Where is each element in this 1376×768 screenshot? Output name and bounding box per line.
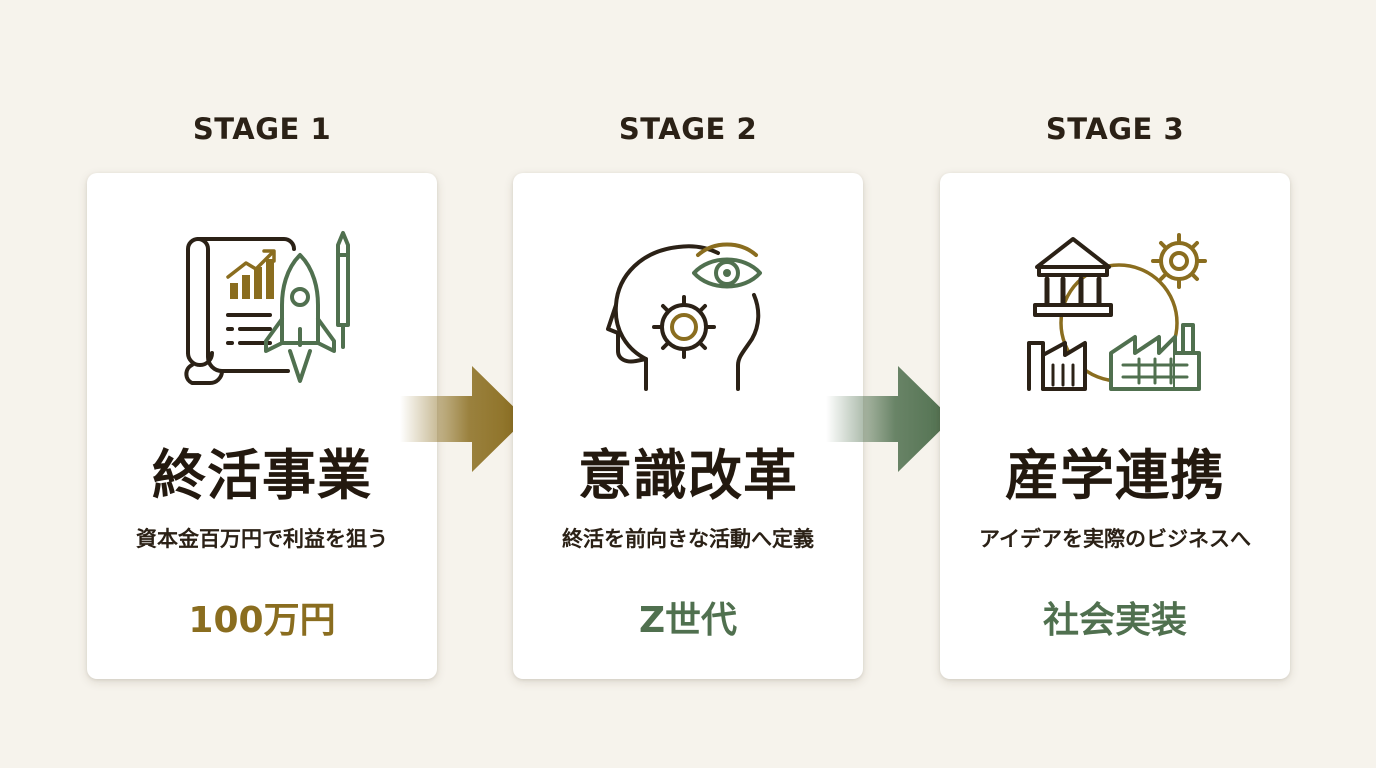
stage-2-title: 意識改革 — [578, 443, 798, 507]
arrow-right-icon — [400, 366, 526, 472]
stage-2-label: STAGE 2 — [618, 112, 758, 146]
stage-3-title: 産学連携 — [1005, 443, 1225, 507]
stage-3-card: 産学連携 アイデアを実際のビジネスへ 社会実装 — [940, 173, 1290, 679]
stage-3-subtitle: アイデアを実際のビジネスへ — [979, 527, 1251, 551]
university-gear-factory-icon — [1015, 225, 1215, 401]
stage-1-value: 100万円 — [188, 600, 336, 641]
stage-1-subtitle: 資本金百万円で利益を狙う — [136, 527, 388, 551]
stage-2-subtitle: 終活を前向きな活動へ定義 — [562, 527, 814, 551]
stage-1-card: 終活事業 資本金百万円で利益を狙う 100万円 — [87, 173, 437, 679]
stage-1-title: 終活事業 — [152, 443, 372, 507]
stage-3-label: STAGE 3 — [1045, 112, 1185, 146]
stage-2-value: Z世代 — [638, 600, 738, 641]
stage-2-card: 意識改革 終活を前向きな活動へ定義 Z世代 — [513, 173, 863, 679]
arrow-right-icon — [826, 366, 952, 472]
stage-1-label: STAGE 1 — [192, 112, 332, 146]
stage-3-value: 社会実装 — [1042, 600, 1187, 641]
scroll-chart-rocket-icon — [162, 225, 362, 401]
head-gear-eye-icon — [588, 225, 788, 401]
